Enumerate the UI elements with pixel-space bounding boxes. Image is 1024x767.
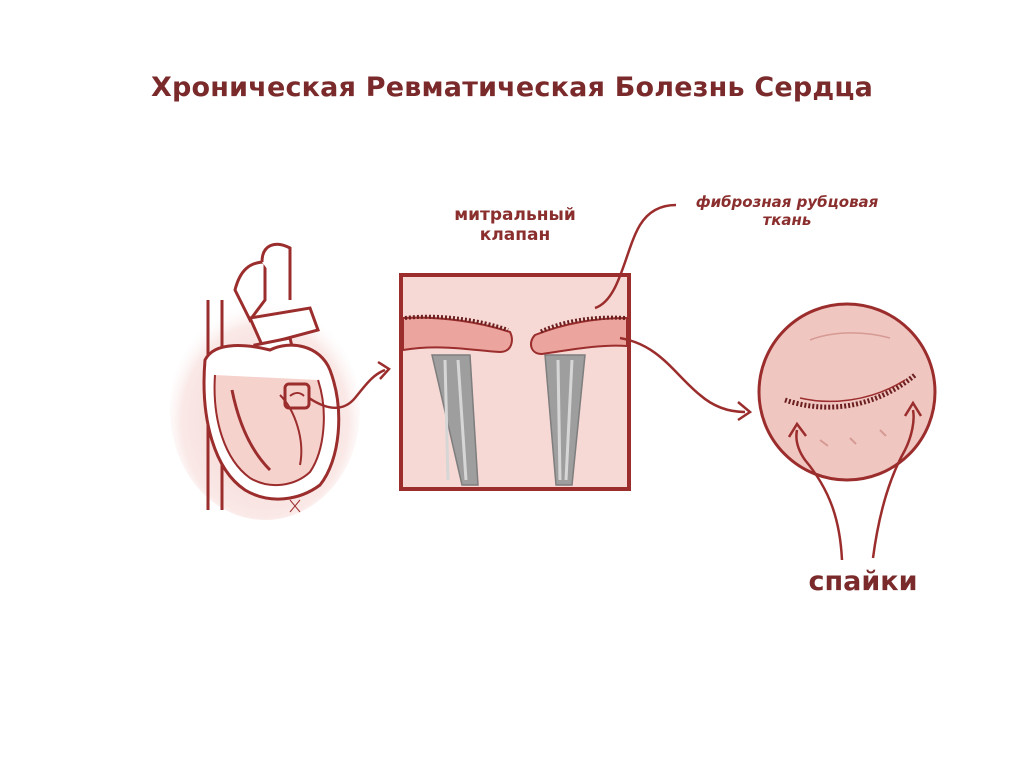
fibrous-scar-label: фиброзная рубцовая ткань (672, 193, 902, 229)
adhesions-label: спайки (788, 566, 938, 597)
orifice-circle (759, 304, 935, 480)
heart-illustration (170, 244, 360, 520)
mitral-valve-label: митральный клапан (440, 205, 590, 245)
valve-orifice (759, 304, 935, 480)
arrow-closeup-to-orifice (620, 338, 745, 412)
